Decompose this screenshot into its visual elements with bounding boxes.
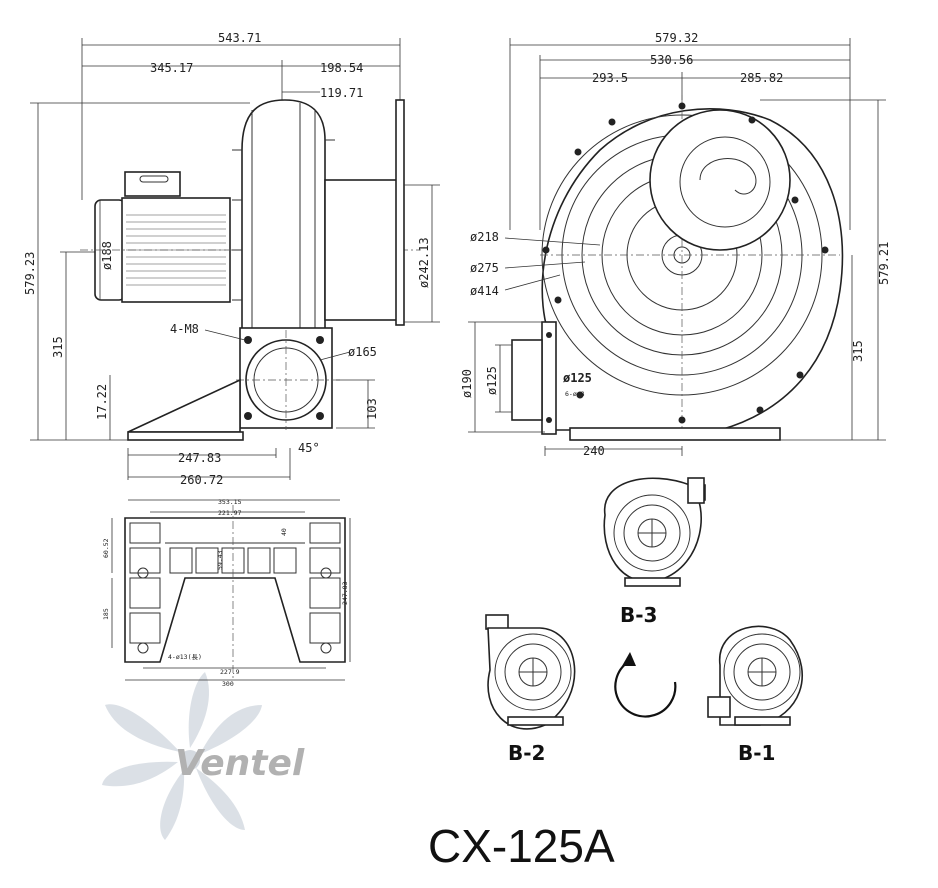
dim-inlet-dia: ø242.13 <box>417 237 431 288</box>
dim-base-overall: 353.15 <box>218 498 242 506</box>
dim-d2: ø275 <box>470 261 499 275</box>
side-view: 543.71 345.17 198.54 119.71 579.23 315 1… <box>23 31 440 487</box>
dim-base-bottom-overall: 300 <box>222 680 234 688</box>
dim-foot-height: 17.22 <box>95 384 109 420</box>
dim-flange-id: ø125 <box>485 366 499 395</box>
dim-outlet-height: 315 <box>51 336 65 358</box>
dim-base-a: 247.83 <box>178 451 221 465</box>
dim-front-outlet-h: 315 <box>851 340 865 362</box>
base-plate-view: 353.15 221.97 60.52 185 59.43 <box>102 498 351 688</box>
front-view: 579.32 530.56 293.5 285.82 579.21 315 <box>460 31 891 458</box>
dim-flange-dia: ø165 <box>348 345 377 359</box>
dim-d1: ø218 <box>470 230 499 244</box>
dim-base-b: 260.72 <box>180 473 223 487</box>
dim-right: 285.82 <box>740 71 783 85</box>
dim-base-inner: 221.97 <box>218 509 242 517</box>
ventel-fan-logo: Ventel <box>102 672 305 840</box>
dim-flange-offset-v: 103 <box>365 398 379 420</box>
dim-outlet-side: 198.54 <box>320 61 363 75</box>
dim-flange-od: ø190 <box>460 369 474 398</box>
orientation-b3: B-3 <box>603 477 706 627</box>
orientation-b1: B-1 <box>707 625 804 765</box>
dim-overall-length: 543.71 <box>218 31 261 45</box>
dim-base-w: 240 <box>583 444 605 458</box>
dim-base-holes: 4-ø13(長) <box>168 653 202 661</box>
dim-base-left-top: 60.52 <box>102 538 110 558</box>
outlet-label: ø125 <box>563 371 592 385</box>
dim-left: 293.5 <box>592 71 628 85</box>
dim-base-right-h: 247.83 <box>341 581 349 605</box>
dim-base-top-gap: 40 <box>280 528 288 536</box>
brand-wordmark: Ventel <box>175 743 305 784</box>
dim-base-center: 59.43 <box>216 550 224 570</box>
dim-base-bottom-inner: 227.9 <box>220 668 240 676</box>
rotation-arrow <box>614 652 677 718</box>
dim-angle: 45° <box>298 441 320 455</box>
dim-bolt-spec: 4-M8 <box>170 322 199 336</box>
dim-d3: ø414 <box>470 284 499 298</box>
model-name: CX-125A <box>428 820 615 872</box>
dim-base-left-bottom: 185 <box>102 608 110 620</box>
orientation-b2: B-2 <box>485 614 576 765</box>
label-b1: B-1 <box>738 741 775 765</box>
dim-front-height: 579.21 <box>877 242 891 285</box>
dim-motor-side: 345.17 <box>150 61 193 75</box>
dim-flange-offset: 119.71 <box>320 86 363 100</box>
outlet-sublabel: 6-ø 8 <box>565 390 585 398</box>
dim-height: 579.23 <box>23 252 37 295</box>
dim-overall-width: 579.32 <box>655 31 698 45</box>
label-b2: B-2 <box>508 741 545 765</box>
dim-inner-width: 530.56 <box>650 53 693 67</box>
label-b3: B-3 <box>620 603 657 627</box>
dim-motor-dia: ø188 <box>100 241 114 270</box>
